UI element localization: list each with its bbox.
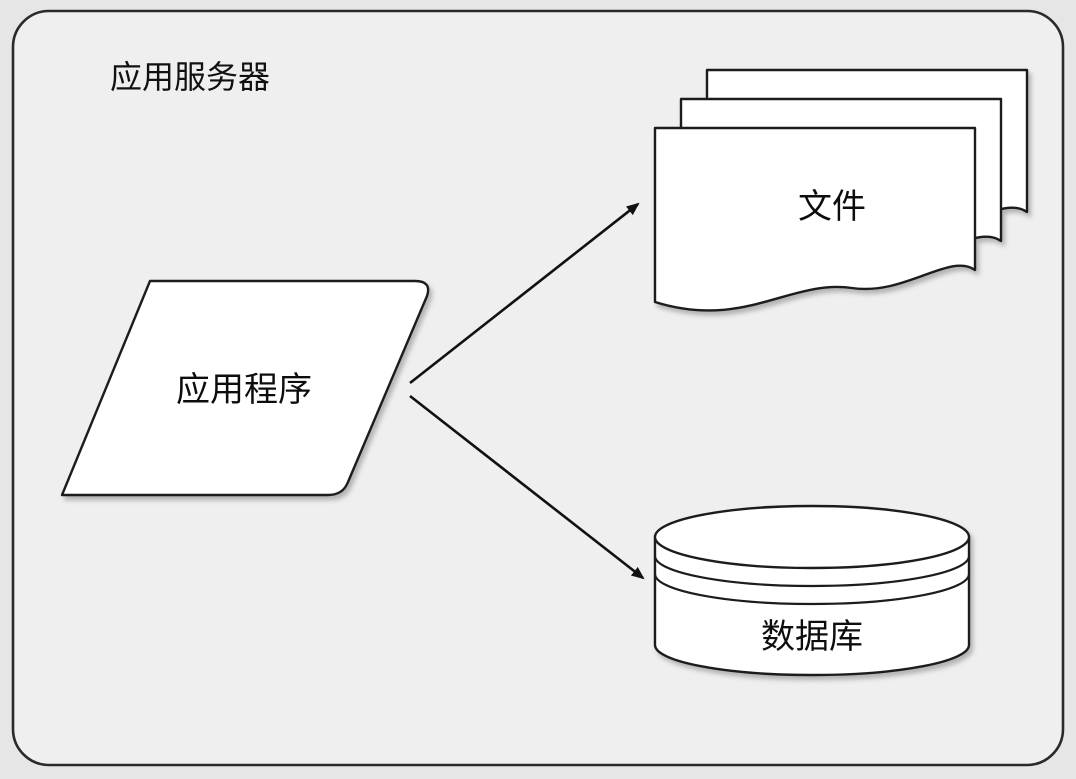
database-ridge-1: [653, 555, 971, 588]
files-label: 文件: [798, 187, 866, 227]
application-node: 应用程序: [60, 279, 430, 497]
files-page-front: [653, 126, 977, 312]
arrow-application-to-files: [409, 202, 640, 385]
database-label: 数据库: [761, 617, 863, 657]
arrow-application-to-database: [409, 394, 645, 580]
server-title: 应用服务器: [110, 58, 270, 96]
application-parallelogram: [60, 279, 430, 497]
files-node: 文件: [653, 68, 1029, 312]
database-ridge-2: [653, 573, 971, 606]
application-label: 应用程序: [176, 370, 312, 410]
database-body: [653, 535, 971, 677]
edges: [409, 202, 645, 580]
database-top: [653, 504, 971, 570]
database-node: 数据库: [653, 504, 971, 677]
